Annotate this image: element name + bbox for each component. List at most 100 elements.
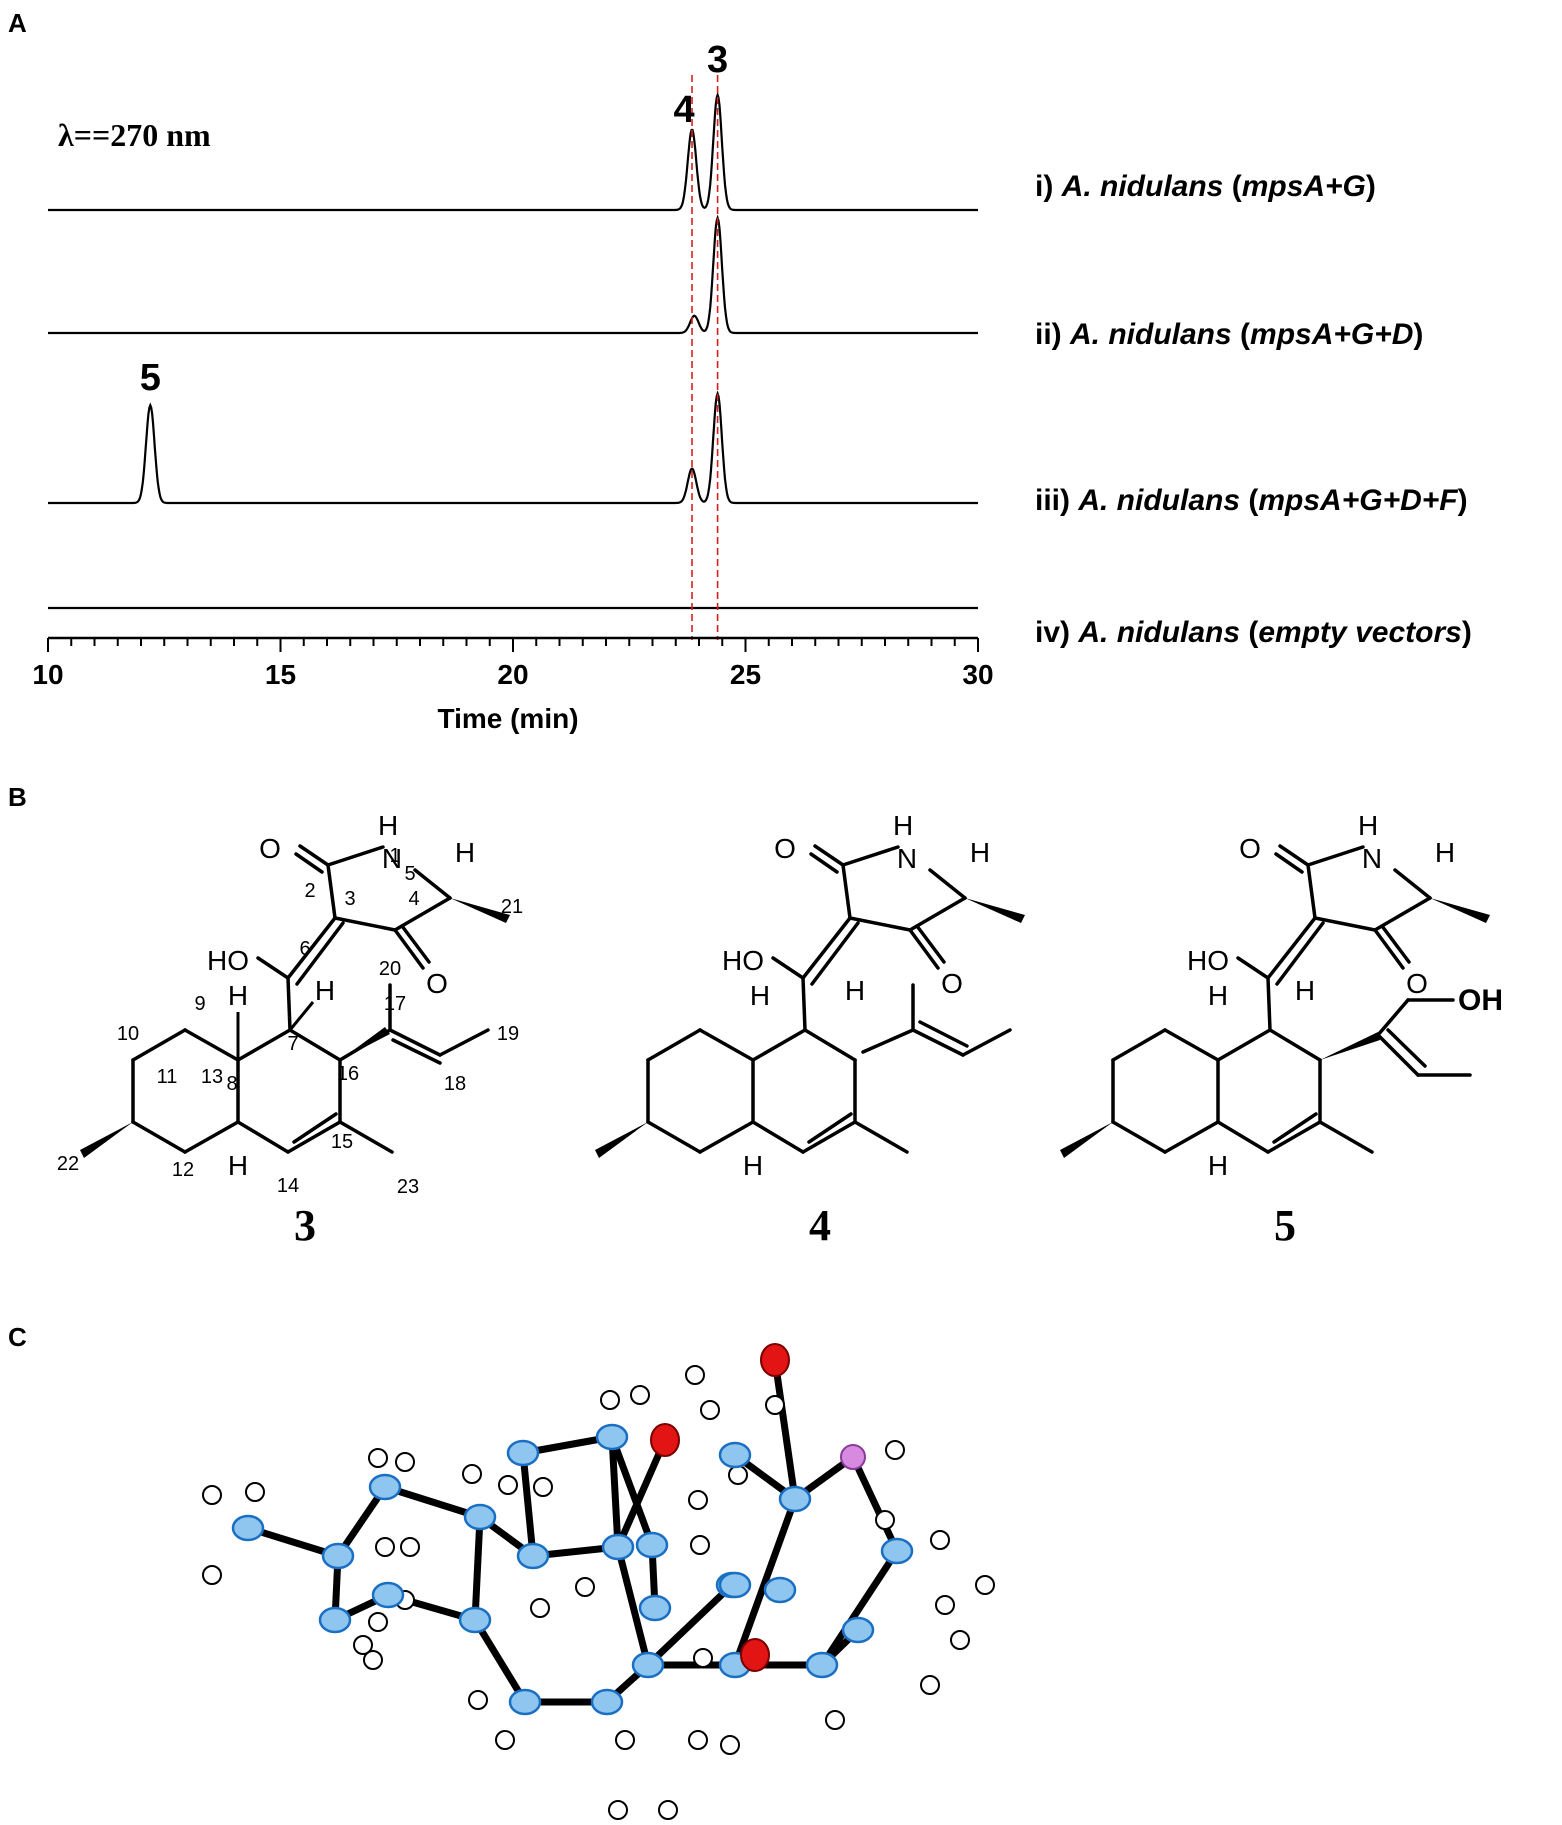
hydrogen-atom	[202, 1565, 222, 1585]
hydrogen-atom	[202, 1485, 222, 1505]
crystal-bond	[383, 1483, 482, 1521]
hydrogen-atom	[688, 1490, 708, 1510]
atom-h: H	[743, 1150, 763, 1181]
atom-o: O	[774, 833, 796, 864]
atom-number: 23	[397, 1176, 419, 1198]
x-tick-label: 10	[32, 659, 63, 690]
atom-number: 10	[117, 1023, 139, 1045]
hydrogen-atom	[368, 1612, 388, 1632]
crystal-bond	[648, 1544, 659, 1609]
atom-number: 22	[57, 1153, 79, 1175]
hydrogen-atom	[400, 1537, 420, 1557]
crystal-bond	[519, 1452, 537, 1557]
hydrogen-atom	[375, 1537, 395, 1557]
carbon-atom	[601, 1533, 635, 1561]
carbon-atom	[508, 1688, 542, 1716]
hydrogen-atom	[875, 1510, 895, 1530]
trace-label-ii: ii) A. nidulans (mpsA+G+D)	[1035, 318, 1424, 351]
atom-h: H	[970, 837, 990, 868]
atom-h: H	[750, 980, 770, 1011]
crystal-bond	[331, 1555, 342, 1621]
compound-label-4: 4	[809, 1201, 831, 1250]
carbon-atom	[763, 1576, 797, 1604]
carbon-atom	[371, 1581, 405, 1609]
carbon-atom	[458, 1606, 492, 1634]
atom-h: H	[1208, 1150, 1228, 1181]
atom-number: 20	[379, 958, 401, 980]
hydrogen-atom	[600, 1390, 620, 1410]
atom-h: H	[228, 1150, 248, 1181]
atom-h: H	[315, 975, 335, 1006]
atom-n: N	[1362, 843, 1382, 874]
hydrogen-atom	[245, 1482, 265, 1502]
crystal-bond	[614, 1546, 652, 1666]
hydrogen-atom	[920, 1675, 940, 1695]
atom-number: 5	[404, 863, 415, 885]
hydrogen-atom	[368, 1448, 388, 1468]
atom-number: 17	[384, 993, 406, 1015]
atom-nh-h: H	[378, 810, 398, 841]
hydrogen-atom	[395, 1452, 415, 1472]
hydrogen-atom	[765, 1395, 785, 1415]
atom-h: H	[228, 980, 248, 1011]
atom-number: 6	[299, 938, 310, 960]
peak-label-5: 5	[140, 357, 161, 399]
atom-number: 4	[408, 888, 419, 910]
peak-label-4: 4	[673, 89, 694, 131]
hydrogen-atom	[975, 1575, 995, 1595]
hydrogen-atom	[688, 1730, 708, 1750]
oxygen-atom	[760, 1343, 790, 1377]
hydrogen-atom	[630, 1385, 650, 1405]
atom-ho: HO	[207, 945, 249, 976]
atom-number: 2	[304, 880, 315, 902]
trace-line-3	[48, 390, 978, 505]
atom-ho: HO	[1187, 945, 1229, 976]
hydrogen-atom	[363, 1650, 383, 1670]
atom-o: O	[941, 968, 963, 999]
crystal-bond	[608, 1436, 622, 1548]
hydrogen-atom	[693, 1648, 713, 1668]
hydrogen-atom	[575, 1577, 595, 1597]
atom-ho: HO	[722, 945, 764, 976]
trace-line-1	[48, 91, 978, 212]
atom-n: N	[382, 843, 402, 874]
hydrogen-atom	[462, 1464, 482, 1484]
crystal-bond	[471, 1516, 484, 1621]
atom-h: H	[845, 975, 865, 1006]
atom-h: H	[1295, 975, 1315, 1006]
hydrogen-atom	[530, 1598, 550, 1618]
hydrogen-atom	[533, 1477, 553, 1497]
compound-5-structure: H N O O HO H H H H OH 5	[1060, 810, 1503, 1250]
hydrogen-atom	[930, 1530, 950, 1550]
carbon-atom	[318, 1606, 352, 1634]
atom-number: 15	[331, 1131, 353, 1153]
carbon-atom	[880, 1537, 914, 1565]
atom-oh: OH	[1458, 984, 1503, 1017]
atom-nh-h: H	[1358, 810, 1378, 841]
peak-label-3: 3	[707, 39, 728, 81]
panel-label-c: C	[8, 1322, 27, 1352]
carbon-atom	[638, 1594, 672, 1622]
carbon-atom	[805, 1651, 839, 1679]
crystal-bond	[335, 1485, 388, 1558]
hydrogen-atom	[608, 1800, 628, 1820]
carbon-atom	[718, 1651, 752, 1679]
trace-label-iii: iii) A. nidulans (mpsA+G+D+F)	[1035, 484, 1468, 517]
atom-o: O	[1406, 968, 1428, 999]
hydrogen-atom	[353, 1635, 373, 1655]
atom-o: O	[1239, 833, 1261, 864]
hydrogen-atom	[495, 1730, 515, 1750]
hydrogen-atom	[950, 1630, 970, 1650]
carbon-atom	[778, 1485, 812, 1513]
crystal-bond	[246, 1524, 340, 1560]
carbon-atom	[718, 1571, 752, 1599]
crystal-bond	[477, 1514, 536, 1559]
carbon-atom	[506, 1439, 540, 1467]
panel-label-a: A	[8, 8, 27, 38]
atom-number: 3	[344, 888, 355, 910]
hydrogen-atom	[658, 1800, 678, 1820]
carbon-atom	[841, 1616, 875, 1644]
atom-h: H	[1208, 980, 1228, 1011]
carbon-atom	[715, 1571, 749, 1599]
